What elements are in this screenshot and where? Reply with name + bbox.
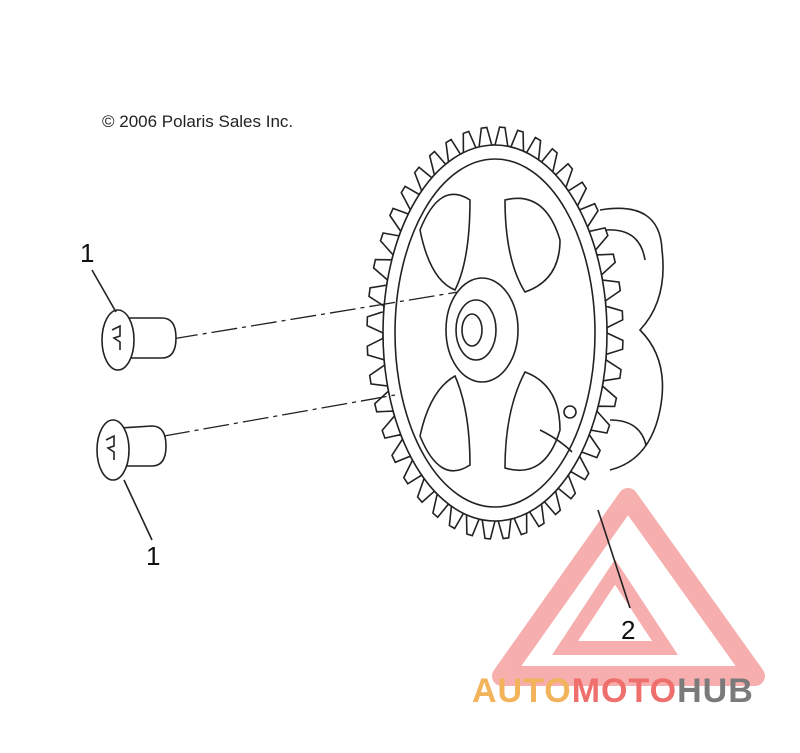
callout-gear: 2: [621, 615, 636, 645]
oil-pump-gear: [366, 126, 664, 540]
watermark-auto: AUTO: [472, 672, 572, 710]
callout-bolt-lower: 1: [146, 541, 161, 571]
watermark-triangle: [492, 488, 765, 686]
watermark-moto: MOTO: [571, 672, 678, 710]
alignment-lines: [163, 291, 459, 437]
leader-lines: [91, 269, 631, 609]
watermark-logo: AUTOMOTOHUB: [472, 672, 754, 711]
copyright-text: © 2006 Polaris Sales Inc.: [102, 112, 294, 131]
bolt-lower: [96, 419, 167, 481]
watermark-hub: HUB: [677, 672, 754, 710]
bolt-upper: [101, 309, 177, 371]
callout-bolt-upper: 1: [80, 238, 95, 268]
